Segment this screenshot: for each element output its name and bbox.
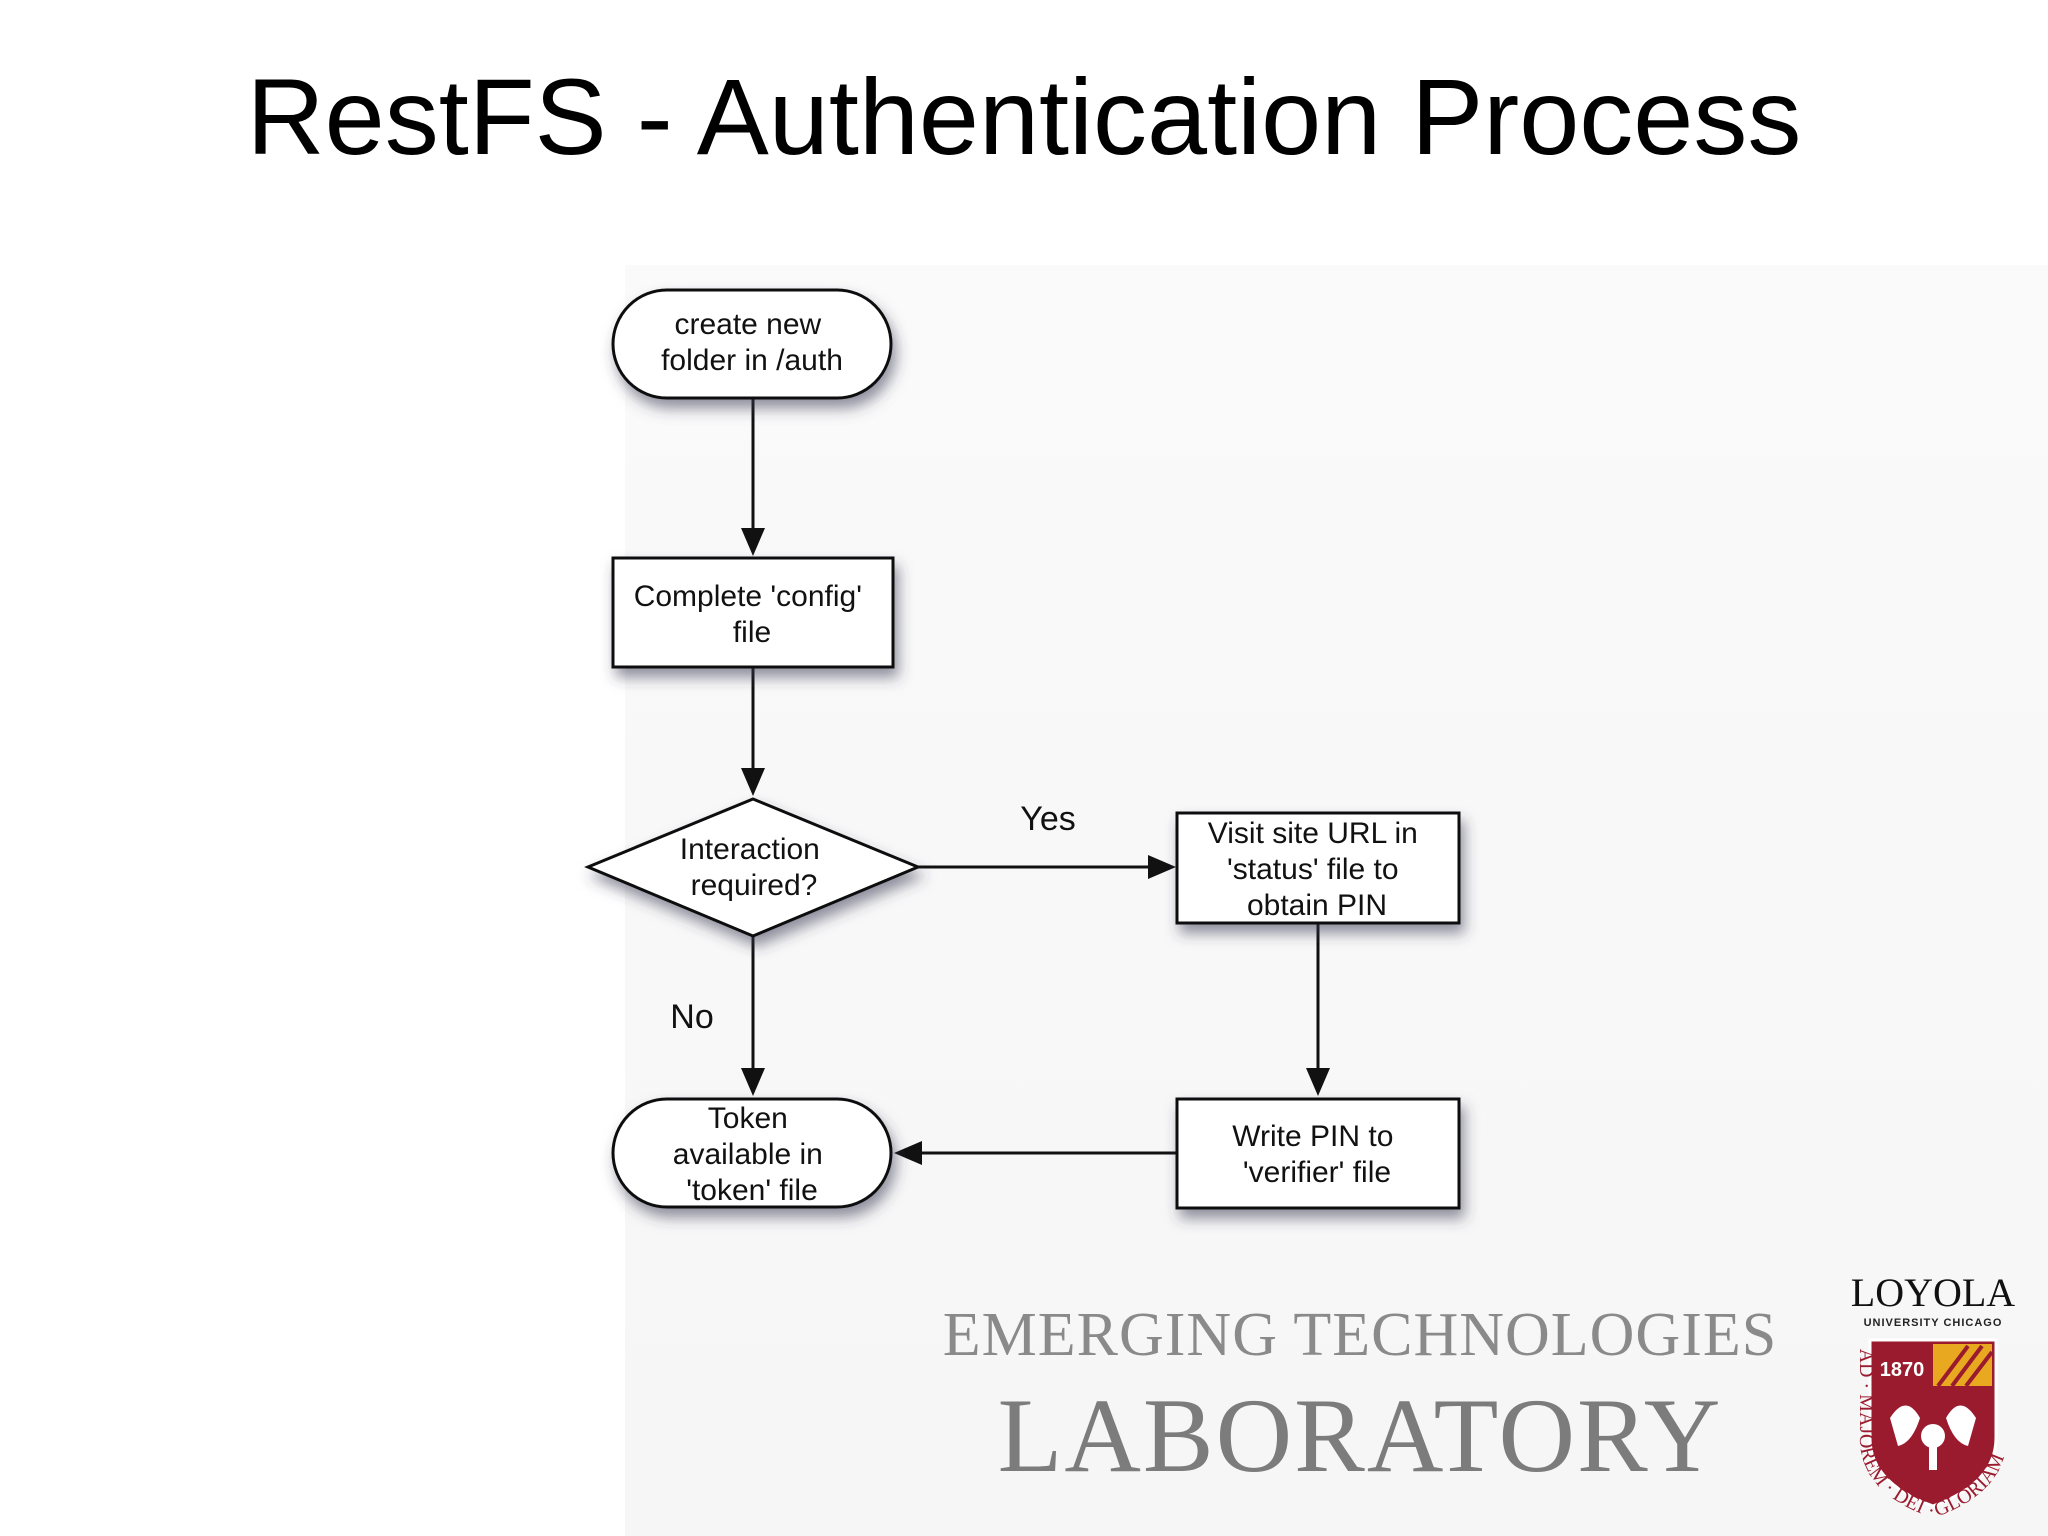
slide-title: RestFS - Authentication Process — [246, 56, 1802, 177]
svg-text:Visit site URL in 'statu: Visit site URL in 'status' file to obtai… — [1208, 817, 1426, 922]
svg-text:create new folder in /au: create new folder in /auth — [661, 308, 843, 377]
arrow-config-to-decision — [741, 768, 765, 796]
node-text: obtain PIN — [1247, 889, 1387, 922]
svg-text:Complete 'config' file: Complete 'config' file — [634, 580, 871, 649]
arrow-create-to-config — [741, 528, 765, 556]
node-text: Write PIN to — [1232, 1120, 1393, 1153]
node-text: Token — [708, 1102, 788, 1135]
arrow-visit-to-write — [1306, 1068, 1330, 1096]
node-text: Complete 'config' — [634, 580, 862, 613]
edges — [741, 398, 1330, 1165]
node-text: Visit site URL in — [1208, 817, 1418, 850]
node-complete-config: Complete 'config' file — [611, 556, 895, 669]
loyola-logo: LOYOLA UNIVERSITY CHICAGO 1870 AD · MAJO… — [1851, 1270, 2016, 1523]
lab-name-line2: LABORATORY — [997, 1377, 1723, 1494]
svg-text:Token available in: Token available in 'token' file — [673, 1102, 831, 1207]
shield-icon: 1870 — [1868, 1338, 1998, 1508]
node-text: 'status' file to — [1227, 853, 1399, 886]
node-interaction-required: Interaction required? — [584, 797, 922, 938]
logo-year: 1870 — [1880, 1359, 1925, 1381]
arrow-write-to-token — [894, 1141, 922, 1165]
node-create-folder: create new folder in /auth — [611, 288, 893, 400]
node-text: Interaction — [680, 833, 820, 866]
node-text: folder in /auth — [661, 344, 843, 377]
node-text: required? — [691, 869, 818, 902]
node-text: create new — [674, 308, 821, 341]
arrow-decision-yes — [1148, 855, 1176, 879]
arrow-decision-no — [741, 1068, 765, 1096]
node-text: 'token' file — [686, 1174, 818, 1207]
logo-name: LOYOLA — [1851, 1270, 2016, 1315]
process-shape — [1175, 1097, 1461, 1210]
svg-text:Interaction required?: Interaction required? — [680, 833, 828, 902]
process-shape — [611, 556, 895, 669]
edge-label-yes: Yes — [1020, 800, 1075, 838]
node-text: available in — [673, 1138, 823, 1171]
node-text: 'verifier' file — [1243, 1156, 1391, 1189]
node-token-available: Token available in 'token' file — [611, 1097, 893, 1209]
terminal-shape — [611, 1097, 893, 1209]
edge-label-no: No — [670, 998, 713, 1036]
logo-subtitle: UNIVERSITY CHICAGO — [1864, 1317, 2003, 1329]
terminal-shape — [611, 288, 893, 400]
process-shape — [1175, 811, 1461, 925]
node-visit-site: Visit site URL in 'status' file to obtai… — [1175, 811, 1461, 925]
svg-text:Write PIN to 'verifier': Write PIN to 'verifier' file — [1232, 1120, 1402, 1189]
node-write-pin: Write PIN to 'verifier' file — [1175, 1097, 1461, 1210]
lab-name-line1: EMERGING TECHNOLOGIES — [942, 1301, 1778, 1369]
node-text: file — [733, 616, 771, 649]
decision-shape — [584, 797, 922, 938]
